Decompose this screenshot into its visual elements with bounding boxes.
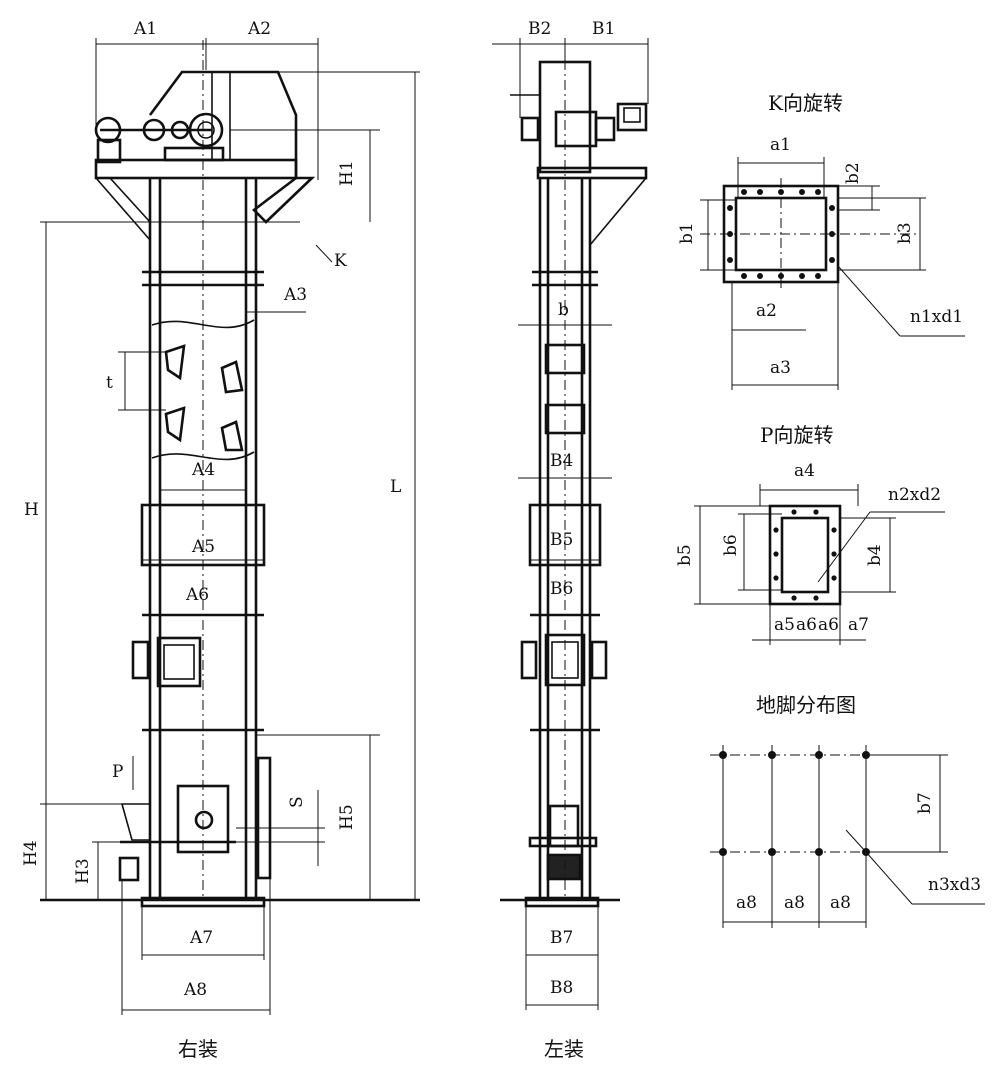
bolt-hole — [813, 595, 819, 601]
bolt-hole — [741, 273, 747, 279]
label-b4: B4 — [550, 451, 573, 471]
label-k-b2: b2 — [843, 162, 863, 184]
bolt-hole — [862, 848, 870, 856]
bolt-hole — [773, 575, 779, 581]
bolt-hole — [829, 205, 835, 211]
dimension-labels: A1 A2 H1 K A3 t A4 H L A5 A6 P S H5 H4 H… — [21, 19, 981, 1061]
bolt-hole — [831, 575, 837, 581]
label-n3xd3: n3xd3 — [928, 875, 981, 895]
label-a5: A5 — [191, 537, 215, 557]
bolt-hole — [727, 257, 733, 263]
bolt-hole — [778, 273, 784, 279]
bolt-hole — [778, 189, 784, 195]
label-h: H — [24, 500, 39, 520]
bolt-hole — [799, 273, 805, 279]
label-p-a4: a4 — [794, 461, 815, 481]
bolt-hole — [727, 231, 733, 237]
label-p: P — [112, 762, 123, 782]
caption-left-mount: 左装 — [544, 1037, 584, 1061]
label-k: K — [334, 251, 347, 271]
label-p-b4: b4 — [865, 544, 885, 566]
bolt-hole — [757, 273, 763, 279]
left-mount-view — [500, 40, 648, 908]
bolt-hole — [768, 848, 776, 856]
label-a6: A6 — [185, 585, 209, 605]
bolt-hole — [773, 527, 779, 533]
bolt-hole — [815, 273, 821, 279]
k-flange-detail — [700, 157, 965, 390]
bolt-hole — [831, 551, 837, 557]
bolt-hole — [815, 751, 823, 759]
label-k-a1: a1 — [770, 135, 791, 155]
label-a7: A7 — [189, 928, 213, 948]
bolt-hole — [829, 231, 835, 237]
bolt-hole — [791, 595, 797, 601]
caption-k-view: K向旋转 — [768, 91, 843, 115]
label-t: t — [106, 373, 113, 393]
bolt-hole — [813, 509, 819, 515]
bolt-hole — [727, 205, 733, 211]
label-h3: H3 — [73, 858, 93, 884]
label-k-a2: a2 — [756, 301, 777, 321]
anchor-layout-detail — [710, 745, 985, 928]
right-mount-view — [40, 40, 420, 908]
label-a8: A8 — [183, 980, 207, 1000]
label-k-a3: a3 — [770, 358, 791, 378]
bolt-hole — [862, 751, 870, 759]
label-k-b1: b1 — [677, 222, 697, 244]
bolt-hole — [773, 551, 779, 557]
label-anchor-a8-2: a8 — [784, 893, 805, 913]
left-view-dimensions — [492, 38, 649, 1010]
label-p-a7: a7 — [848, 615, 869, 635]
label-n2xd2: n2xd2 — [888, 485, 941, 505]
label-b2: B2 — [528, 19, 551, 39]
label-anchor-a8-1: a8 — [736, 893, 757, 913]
label-p-a6-2: a6 — [818, 615, 839, 635]
bolt-hole — [831, 527, 837, 533]
label-b7: B7 — [550, 928, 573, 948]
caption-p-view: P向旋转 — [760, 423, 833, 447]
bolt-hole — [791, 509, 797, 515]
label-k-b3: b3 — [895, 222, 915, 244]
label-a4: A4 — [191, 460, 215, 480]
label-h5: H5 — [337, 804, 357, 830]
caption-right-mount: 右装 — [178, 1037, 218, 1061]
label-anchor-b7: b7 — [915, 792, 935, 814]
label-a1: A1 — [133, 19, 157, 39]
bolt-hole — [719, 751, 727, 759]
bolt-hole — [829, 257, 835, 263]
label-h4: H4 — [21, 840, 41, 866]
bolt-hole — [741, 189, 747, 195]
label-s: S — [287, 796, 307, 808]
p-flange-detail — [694, 484, 945, 645]
label-n1xd1: n1xd1 — [910, 307, 963, 327]
bolt-hole — [719, 848, 727, 856]
label-p-b5: b5 — [675, 544, 695, 566]
label-anchor-a8-3: a8 — [830, 893, 851, 913]
label-p-b6: b6 — [721, 534, 741, 556]
label-b1: B1 — [592, 19, 615, 39]
bolt-hole — [815, 189, 821, 195]
right-view-dimensions — [40, 38, 420, 1015]
label-l: L — [390, 477, 401, 497]
bolt-hole — [768, 751, 776, 759]
bolt-hole — [799, 189, 805, 195]
label-p-a6-1: a6 — [796, 615, 817, 635]
label-h1: H1 — [337, 160, 357, 186]
label-b: b — [558, 300, 569, 320]
label-a3: A3 — [283, 285, 307, 305]
label-a2: A2 — [247, 19, 271, 39]
bolt-hole — [815, 848, 823, 856]
bolt-hole — [757, 189, 763, 195]
label-b5: B5 — [550, 530, 573, 550]
label-p-a5: a5 — [774, 615, 795, 635]
caption-anchor-layout: 地脚分布图 — [756, 693, 856, 717]
label-b8: B8 — [550, 978, 573, 998]
label-b6: B6 — [550, 579, 573, 599]
